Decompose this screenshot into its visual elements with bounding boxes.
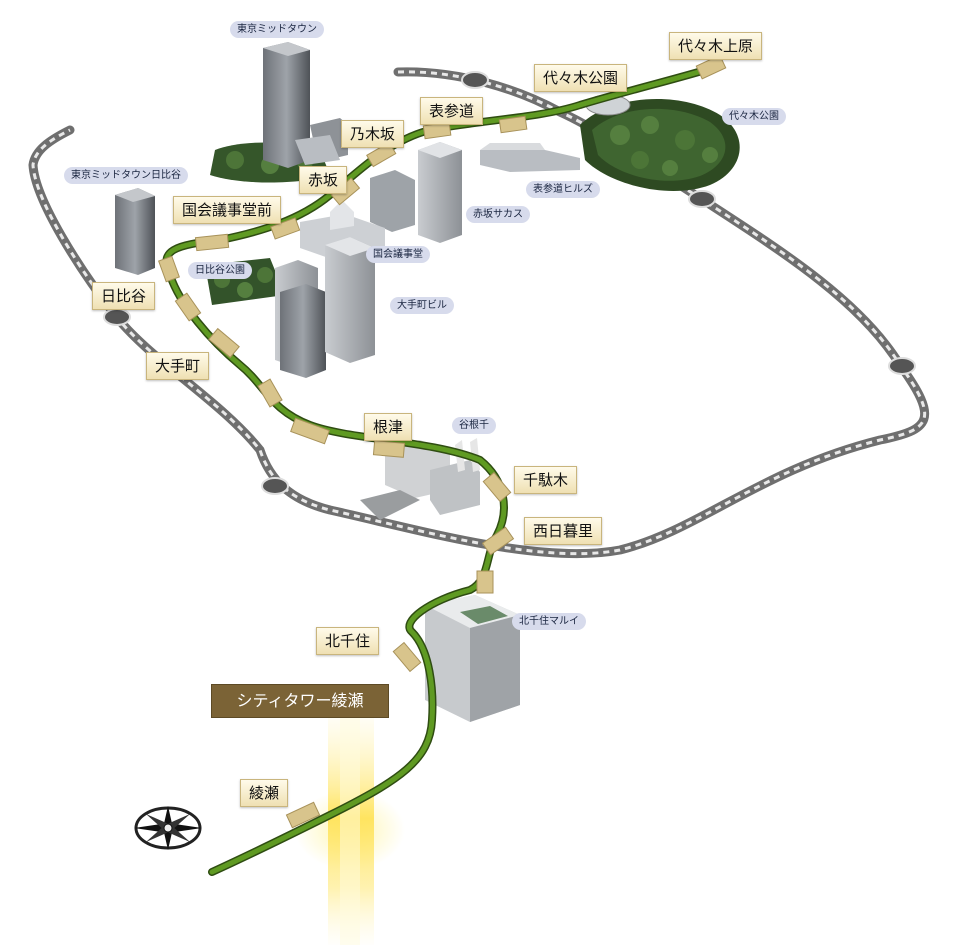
station-label-akasaka[interactable]: 赤坂 [299,166,348,194]
light-beam-icon [295,715,405,945]
station-label-nishi-nippori[interactable]: 西日暮里 [524,517,603,545]
landmark-label-yanesen[interactable]: 谷根千 [452,417,496,434]
jr-station-ikebukuro [888,357,916,375]
jr-station-yurakucho [103,308,131,326]
station-label-yoyogi-koen[interactable]: 代々木公園 [534,64,628,92]
station-label-hibiya[interactable]: 日比谷 [92,282,156,310]
compass-rose-icon [134,806,202,850]
station-label-kita-senju[interactable]: 北千住 [316,627,380,655]
jr-station-shibuya [461,71,489,89]
landmark-label-tokyo-midtown[interactable]: 東京ミッドタウン [230,21,324,38]
jr-station-ueno [261,477,289,495]
station-label-nezu[interactable]: 根津 [364,413,413,441]
buildings [115,42,580,722]
landmark-label-yoyogi-park[interactable]: 代々木公園 [722,108,786,125]
city-tower-ayase-label[interactable]: シティタワー綾瀬 [211,684,389,718]
jr-station-shinjuku [688,190,716,208]
station-label-otemachi[interactable]: 大手町 [146,352,210,380]
landmark-label-kitasenju-marui[interactable]: 北千住マルイ [512,613,586,630]
landmark-label-tokyo-midtown-hibiya[interactable]: 東京ミッドタウン日比谷 [64,167,188,184]
landmark-label-akasaka-sacas[interactable]: 赤坂サカス [466,206,530,223]
station-label-omotesando[interactable]: 表参道 [420,97,484,125]
station-label-yoyogi-uehara[interactable]: 代々木上原 [669,32,763,60]
station-label-ayase[interactable]: 綾瀬 [240,779,289,807]
station-label-nogizaka[interactable]: 乃木坂 [341,120,405,148]
station-label-sendagi[interactable]: 千駄木 [514,466,578,494]
station-label-kokkai-gijidomae[interactable]: 国会議事堂前 [173,196,282,224]
station-platforms [158,54,727,829]
landmark-label-otemachi-bldg[interactable]: 大手町ビル [390,297,454,314]
landmark-label-national-diet[interactable]: 国会議事堂 [366,246,430,263]
jr-station-markers [103,71,916,495]
yoyogi-park-forest [580,94,740,191]
landmark-label-hibiya-park[interactable]: 日比谷公園 [188,262,252,279]
landmark-label-omotesando-hills[interactable]: 表参道ヒルズ [526,181,600,198]
